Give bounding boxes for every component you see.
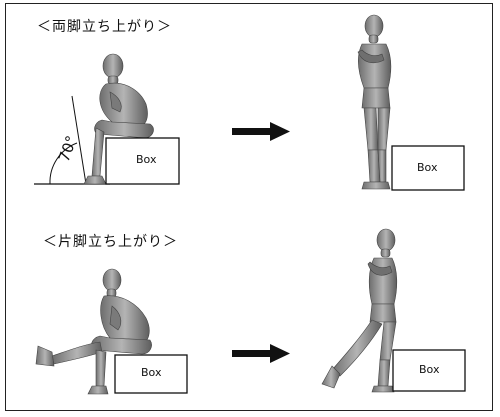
arrow-right-bottom xyxy=(232,344,290,363)
box-label-top-left: Box xyxy=(136,153,157,166)
arrow-right-top xyxy=(232,122,290,141)
angle-label: 70° xyxy=(55,133,81,164)
shin-reference-line xyxy=(71,95,87,185)
section-caption-both-legs: ＜両脚立ち上がり＞ xyxy=(37,19,172,35)
seated-figure-single-leg xyxy=(35,268,152,395)
box-label-top-right: Box xyxy=(417,161,438,174)
box-label-bottom-right: Box xyxy=(419,363,440,376)
standing-figure-single-leg xyxy=(321,228,398,393)
angle-arc xyxy=(49,142,78,185)
box-top-right xyxy=(391,145,465,191)
diagram-frame xyxy=(5,3,493,411)
box-bottom-right xyxy=(392,349,466,392)
section-caption-single-leg: ＜片脚立ち上がり＞ xyxy=(43,234,178,250)
standing-figure-both-legs xyxy=(357,14,392,190)
box-bottom-left xyxy=(114,354,188,394)
box-top-left xyxy=(105,137,180,185)
box-label-bottom-left: Box xyxy=(141,366,162,379)
seated-figure-both-legs xyxy=(83,53,154,185)
